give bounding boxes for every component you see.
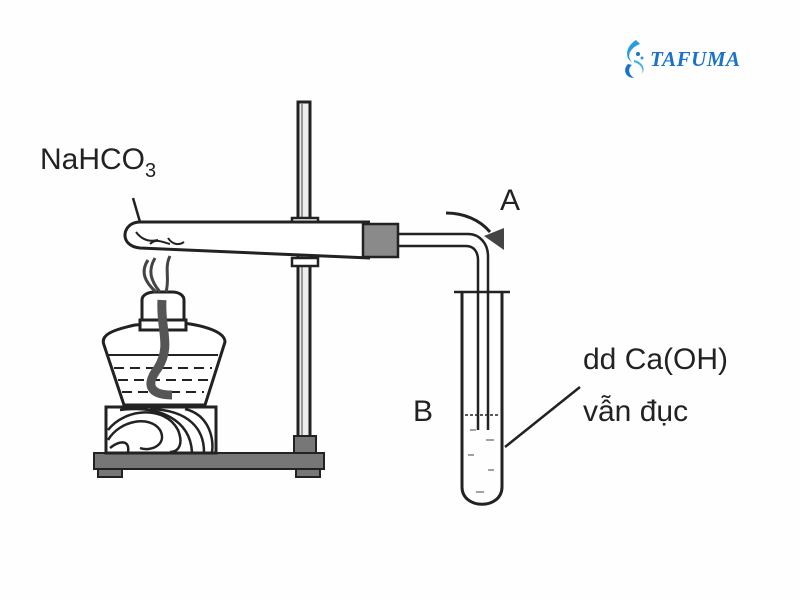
solution-label-line2: vẫn đục bbox=[583, 395, 689, 428]
solution-label-line1: dd Ca(OH) bbox=[583, 343, 729, 376]
water-splash-icon bbox=[625, 40, 644, 78]
delivery-tube bbox=[398, 232, 490, 430]
stand-rod bbox=[296, 100, 312, 444]
rubber-stopper bbox=[361, 222, 400, 259]
wooden-block bbox=[104, 405, 218, 455]
heated-test-tube bbox=[123, 197, 371, 260]
tafuma-logo: TAFUMA bbox=[622, 38, 741, 80]
reactant-label: NaHCO3 bbox=[40, 143, 157, 182]
solution-pointer bbox=[504, 386, 581, 448]
logo-text: TAFUMA bbox=[650, 46, 741, 71]
reactant-pointer bbox=[131, 197, 142, 223]
collecting-test-tube bbox=[454, 290, 510, 506]
tube-label-b: B bbox=[413, 395, 434, 428]
gas-flow-arrow bbox=[445, 211, 492, 233]
arrow-label-a: A bbox=[500, 184, 521, 217]
alcohol-lamp bbox=[101, 255, 227, 407]
